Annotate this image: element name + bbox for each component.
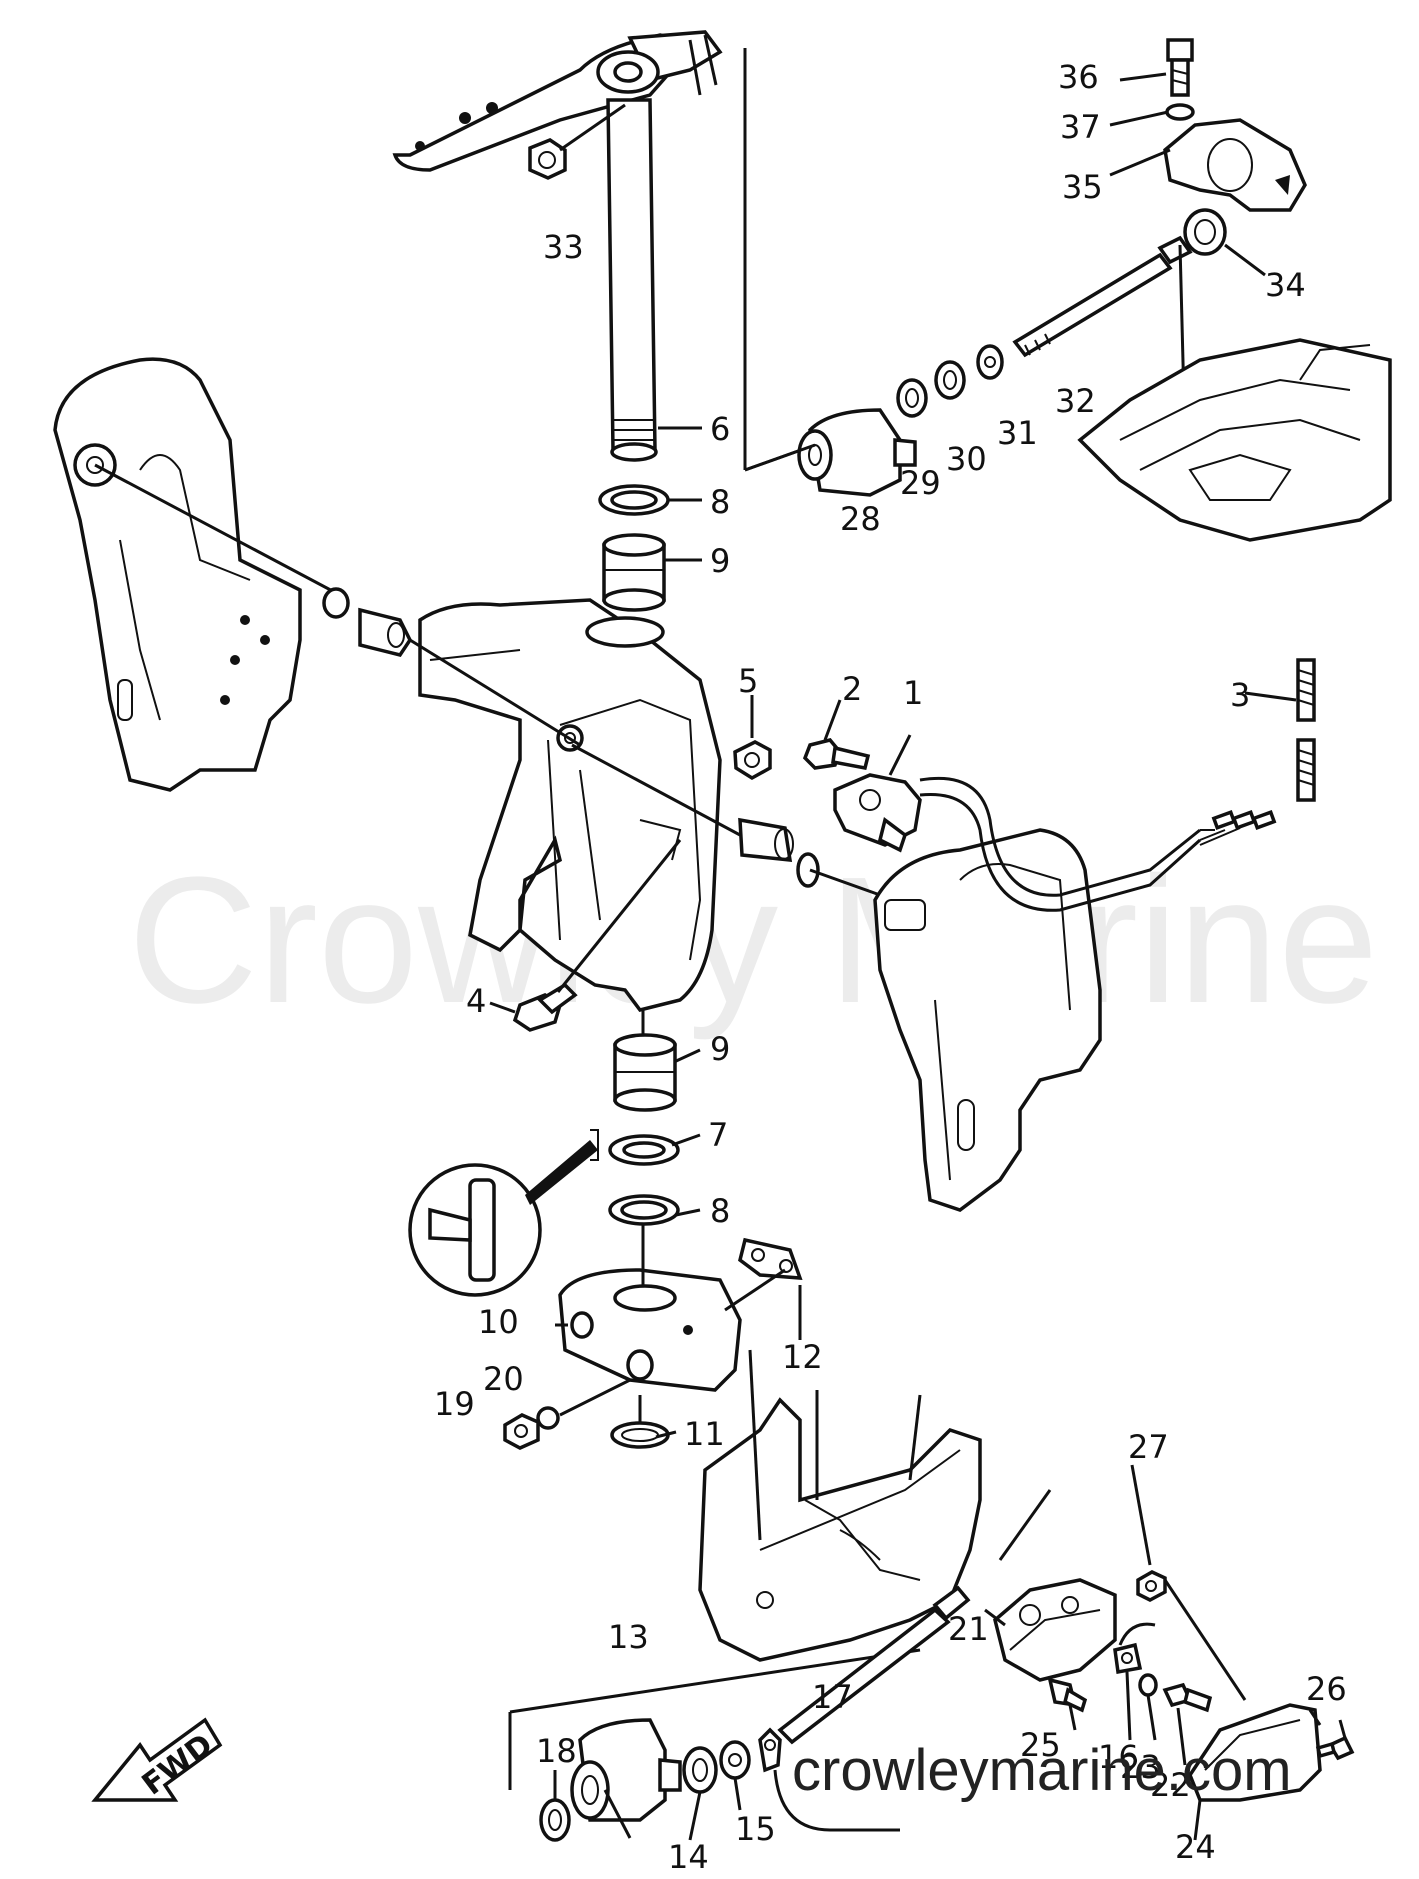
- washer-23: [1138, 1673, 1158, 1697]
- fwd-arrow-icon: FWD: [91, 1717, 223, 1802]
- callout-32: 32: [1055, 382, 1096, 420]
- callout-8a: 8: [710, 483, 730, 521]
- callout-9b: 9: [710, 1030, 730, 1068]
- bushing-left-small: [322, 587, 413, 657]
- washer-31: [976, 344, 1004, 380]
- bushing-34: [1183, 208, 1227, 256]
- callout-19: 19: [434, 1385, 475, 1423]
- callout-7: 7: [708, 1116, 728, 1154]
- callout-labels: 1 2 3 4 5 6 7 8 8 9 9 10 11 12 13 14 15 …: [434, 58, 1347, 1876]
- bushing-right-small: [571, 743, 881, 897]
- callout-28: 28: [840, 500, 881, 538]
- callout-14: 14: [668, 1838, 709, 1874]
- cap-35: [1163, 118, 1307, 212]
- washer-20: [536, 1378, 631, 1430]
- site-url: crowleymarine.com: [792, 1738, 1292, 1803]
- washer-18: [539, 1798, 571, 1842]
- upper-mount-housing: [1077, 338, 1392, 542]
- callout-25: 25: [1020, 1726, 1061, 1764]
- washer-8-lower: [608, 1194, 680, 1226]
- bolt-17: [777, 1585, 971, 1745]
- nut-27: [1136, 1570, 1167, 1602]
- callout-33: 33: [543, 228, 584, 266]
- callout-35: 35: [1062, 168, 1103, 206]
- washer-29: [896, 378, 928, 418]
- callout-10: 10: [478, 1303, 519, 1341]
- circlip-11: [610, 1395, 670, 1449]
- callout-20: 20: [483, 1360, 524, 1398]
- callout-30: 30: [946, 440, 987, 478]
- callout-1: 1: [903, 674, 923, 712]
- callout-37: 37: [1060, 108, 1101, 146]
- clamp-bracket-left: [53, 357, 341, 792]
- washer-8-upper: [598, 484, 670, 516]
- washer-37: [1165, 103, 1195, 121]
- callout-6: 6: [710, 410, 730, 448]
- terminal-16: [1113, 1622, 1156, 1675]
- watermark-text: Crowley Marine: [128, 840, 1378, 1041]
- swivel-bracket: [418, 598, 722, 1012]
- bolt-2: [802, 699, 871, 771]
- callout-5: 5: [738, 662, 758, 700]
- callout-27: 27: [1128, 1428, 1169, 1466]
- bolt-36: [1166, 38, 1194, 97]
- cover-24: [1188, 1703, 1322, 1841]
- washer-30: [934, 360, 966, 400]
- bushing-9-lower: [613, 1010, 677, 1112]
- terminal-15: [758, 1727, 900, 1832]
- callout-18: 18: [536, 1732, 577, 1770]
- callout-24: 24: [1175, 1828, 1216, 1866]
- callout-23: 23: [1120, 1748, 1161, 1786]
- seal-detail-inset: [408, 1129, 599, 1297]
- washer-15: [719, 1740, 751, 1780]
- bolt-22: [1162, 1682, 1213, 1713]
- mount-13: [570, 1718, 682, 1822]
- block-10: [555, 1225, 742, 1392]
- washer-14: [682, 1746, 718, 1794]
- callout-36: 36: [1058, 58, 1099, 96]
- stud-3: [1296, 658, 1316, 802]
- callout-11: 11: [684, 1415, 725, 1453]
- callout-2: 2: [842, 670, 862, 708]
- callout-29: 29: [900, 464, 941, 502]
- callout-21: 21: [948, 1610, 989, 1648]
- screw-25: [1047, 1677, 1088, 1713]
- trim-switch-1: [833, 734, 922, 853]
- bolt-4: [489, 839, 682, 1032]
- clamp-bracket-right: [873, 828, 1102, 1212]
- nut-5: [733, 695, 772, 781]
- callout-13: 13: [608, 1618, 649, 1656]
- callout-8b: 8: [710, 1192, 730, 1230]
- callout-9a: 9: [710, 542, 730, 580]
- seal-7: [608, 1134, 680, 1166]
- callout-34: 34: [1265, 266, 1306, 304]
- steering-shaft: [606, 34, 718, 462]
- callout-12: 12: [782, 1338, 823, 1376]
- switch-cable: [919, 776, 1277, 912]
- screw-26: [1315, 1719, 1355, 1761]
- callout-22: 22: [1150, 1766, 1191, 1804]
- callout-26: 26: [1306, 1670, 1347, 1708]
- callout-leaders: [553, 72, 1322, 1841]
- callout-4: 4: [466, 982, 486, 1020]
- bushing-9-upper: [602, 533, 666, 612]
- nut-33: [528, 103, 626, 180]
- steering-arm: [392, 30, 723, 172]
- bracket-21: [993, 1578, 1117, 1682]
- mount-28: [797, 408, 917, 497]
- lower-mount-housing: [698, 1390, 982, 1662]
- callout-3: 3: [1230, 676, 1250, 714]
- nut-19: [503, 1413, 540, 1450]
- callout-16: 16: [1098, 1738, 1139, 1776]
- callout-17: 17: [812, 1678, 853, 1716]
- callout-31: 31: [997, 414, 1038, 452]
- plate-12: [724, 1237, 803, 1340]
- bolt-32: [1012, 235, 1193, 358]
- callout-15: 15: [735, 1810, 776, 1848]
